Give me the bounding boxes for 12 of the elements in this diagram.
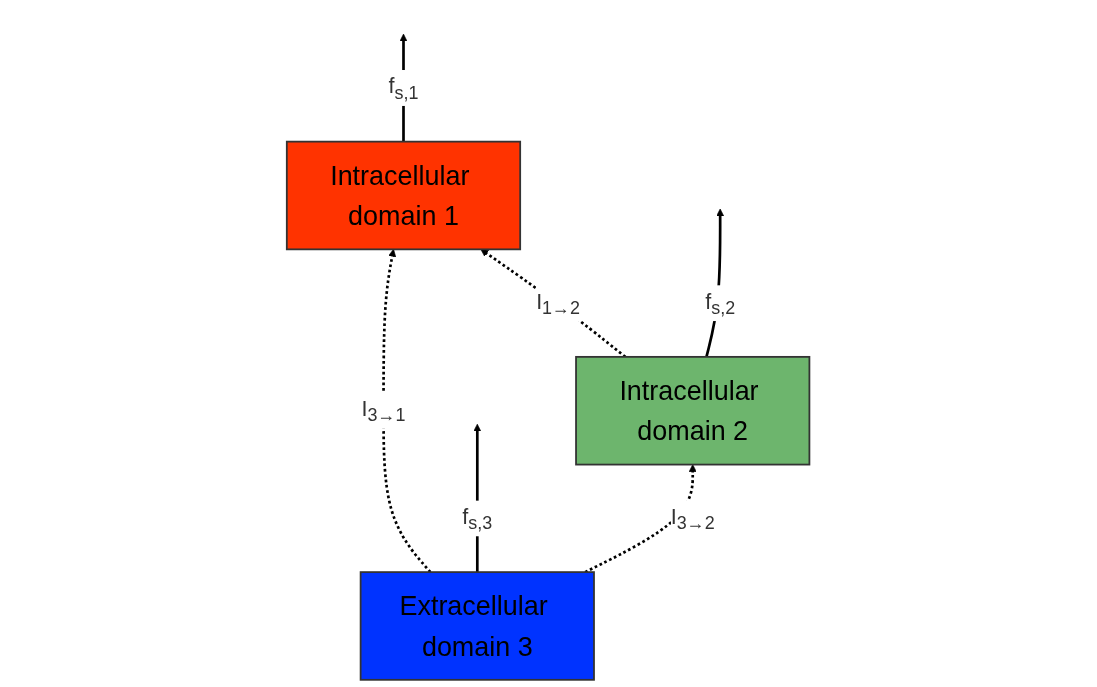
edge-label: f$_{s,3}$ bbox=[462, 504, 493, 533]
edge-label: I$_{3→2}$ bbox=[671, 504, 716, 533]
arrow bbox=[382, 249, 432, 573]
edge-label: I$_{1→2}$ bbox=[536, 288, 581, 318]
arrow bbox=[584, 464, 698, 574]
edge-label: f$_{s,2}$ bbox=[705, 288, 736, 318]
edge-label: f$_{s,1}$ bbox=[388, 73, 419, 103]
node-box: Extracellular domain 3 bbox=[360, 571, 596, 681]
edge-label: I$_{3→1}$ bbox=[361, 396, 406, 425]
node-box: Intracellular domain 1 bbox=[286, 140, 522, 251]
node-box: Intracellular domain 2 bbox=[575, 355, 811, 466]
arrow bbox=[480, 249, 627, 358]
